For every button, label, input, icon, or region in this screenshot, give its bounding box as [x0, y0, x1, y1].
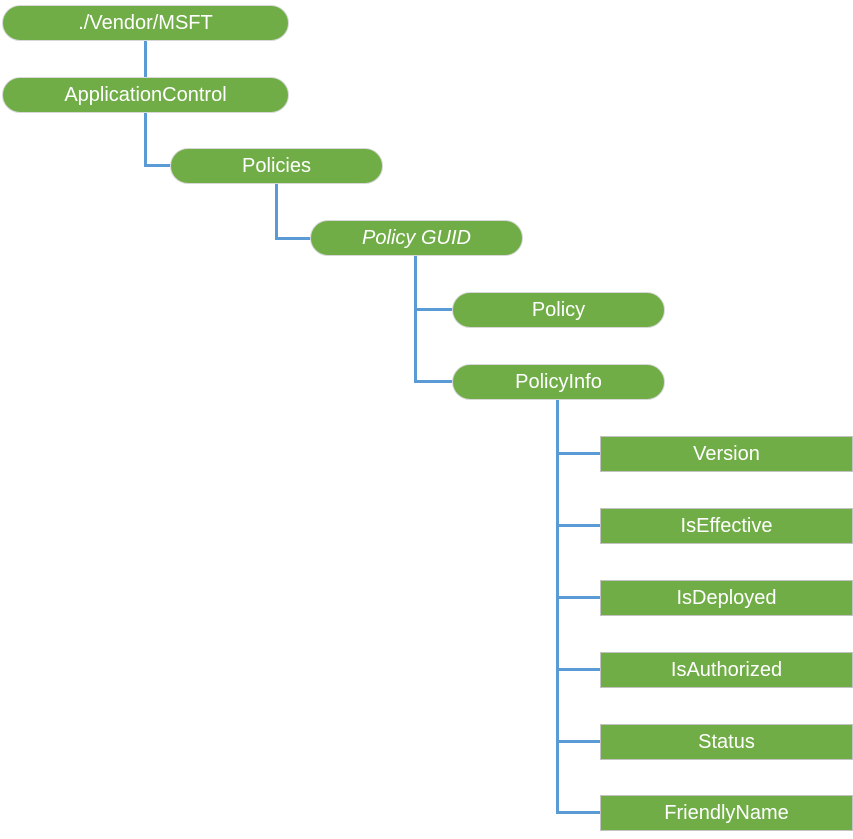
connector-policyinfo-iseffective [556, 524, 602, 527]
node-isauthorized: IsAuthorized [600, 652, 853, 688]
connector-applicationcontrol-policies [144, 164, 172, 167]
connector-policyinfo-trunk [556, 399, 559, 814]
connector-policies-policyguid [275, 237, 312, 240]
connector-policyinfo-isdeployed [556, 596, 602, 599]
node-friendlyname: FriendlyName [600, 795, 853, 831]
connector-policyguid-trunk [414, 256, 417, 383]
connector-policyinfo-status [556, 740, 602, 743]
node-version: Version [600, 436, 853, 472]
connector-policyinfo-isauthorized [556, 668, 602, 671]
node-iseffective: IsEffective [600, 508, 853, 544]
connector-policyguid-policy [414, 308, 454, 311]
node-isdeployed: IsDeployed [600, 580, 853, 616]
connector-policyinfo-version [556, 452, 602, 455]
node-policy-guid: Policy GUID [310, 220, 523, 256]
node-status: Status [600, 724, 853, 760]
connector-policyguid-policyinfo [414, 380, 454, 383]
node-vendor-msft: ./Vendor/MSFT [2, 5, 289, 41]
connector-policyinfo-friendlyname [556, 811, 602, 814]
node-policyinfo: PolicyInfo [452, 364, 665, 400]
connector-root-applicationcontrol [144, 41, 147, 78]
node-policy: Policy [452, 292, 665, 328]
connector-policies-elbow [275, 184, 278, 240]
node-applicationcontrol: ApplicationControl [2, 77, 289, 113]
connector-applicationcontrol-elbow [144, 113, 147, 167]
node-policies: Policies [170, 148, 383, 184]
